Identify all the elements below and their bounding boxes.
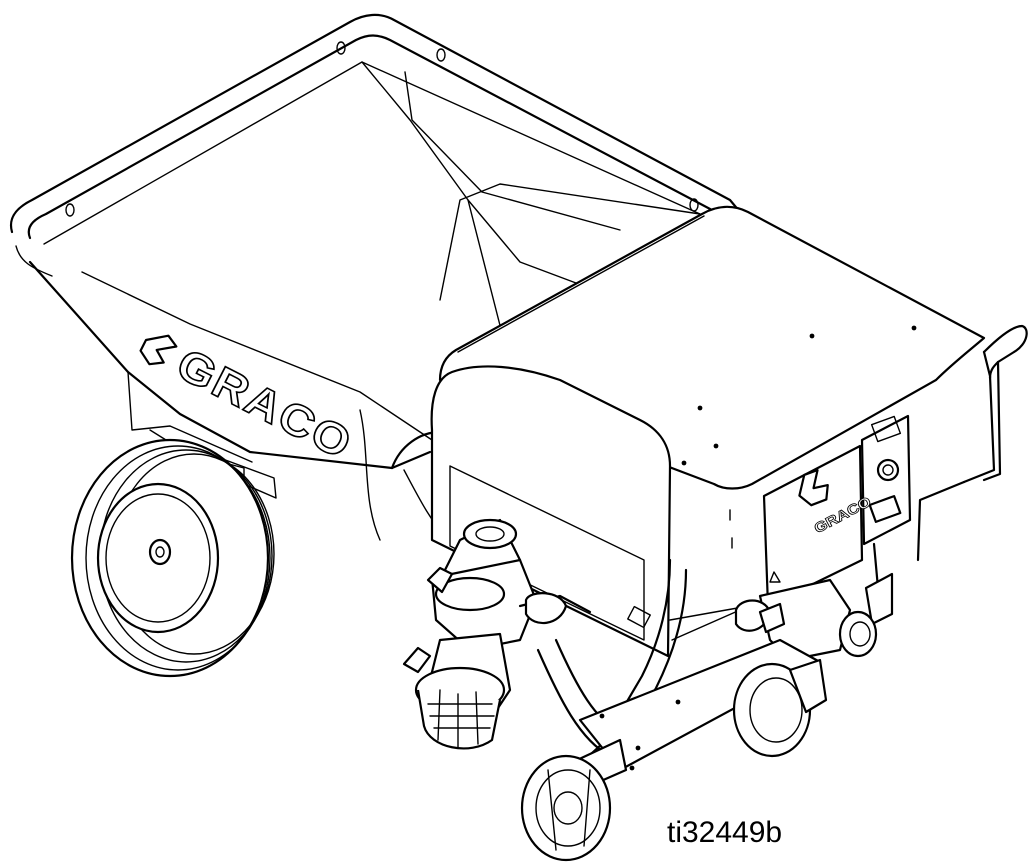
outlet-manifold — [758, 578, 852, 662]
rim-hole — [689, 198, 699, 212]
base-and-casters — [520, 638, 828, 862]
rim-hole — [436, 48, 446, 62]
panel-box — [762, 444, 864, 608]
pump-inlet — [462, 518, 518, 550]
cover-front — [430, 365, 672, 658]
pump-assembly — [402, 518, 878, 758]
power-switch — [876, 458, 900, 482]
rim-hole — [65, 203, 75, 217]
rim-hole — [336, 41, 346, 55]
cover — [430, 205, 986, 658]
hopper-rim-outer — [9, 13, 742, 234]
outlet-coupling — [838, 610, 878, 658]
hopper-front — [28, 260, 432, 470]
label-plate — [627, 605, 651, 629]
caster-wheel — [520, 754, 612, 862]
figure-id-label: ti32449b — [667, 816, 783, 849]
handle-bar — [982, 324, 1028, 380]
hopper-rim-inner — [27, 34, 714, 240]
rear-wheel-hub — [148, 538, 172, 566]
hopper-basin — [361, 61, 601, 293]
control-panel: GRACO — [729, 414, 912, 626]
hose-clamp — [402, 646, 432, 674]
hose-clamp — [426, 566, 454, 594]
rear-wheel — [70, 429, 277, 678]
